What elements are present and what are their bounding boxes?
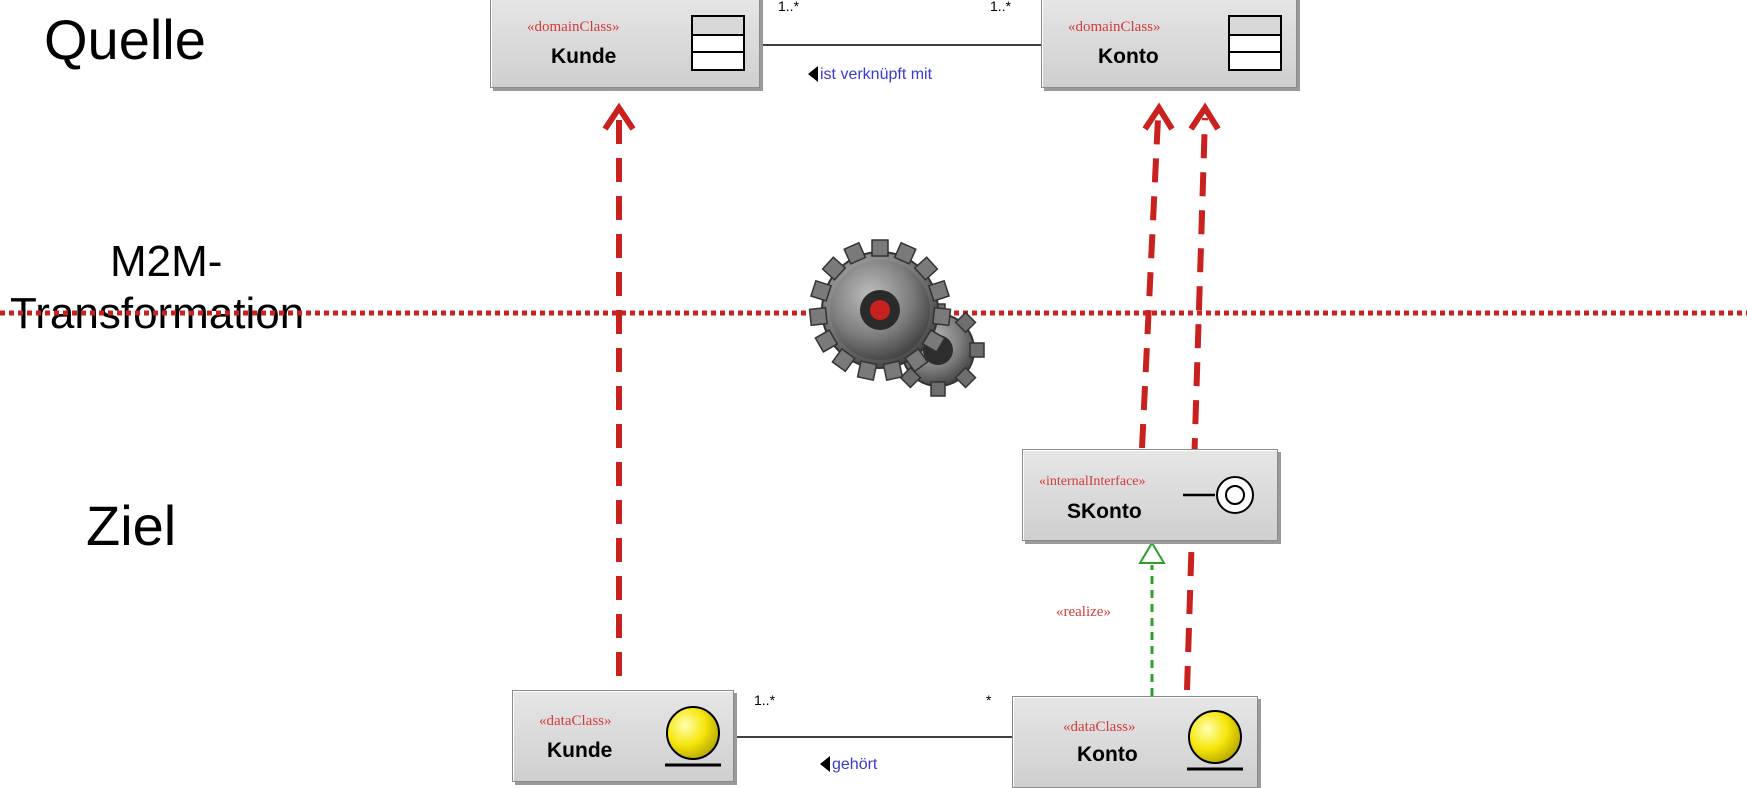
class-name: Konto bbox=[1077, 743, 1138, 766]
trace-arrowhead-kunde bbox=[602, 102, 636, 131]
trace-arrowhead-skonto-konto bbox=[1142, 102, 1175, 131]
class-name: Konto bbox=[1098, 45, 1159, 68]
source-class-konto[interactable]: «domainClass» Konto bbox=[1041, 0, 1297, 88]
target-class-kunde[interactable]: «dataClass» Kunde bbox=[512, 690, 734, 782]
stereotype-label: «internalInterface» bbox=[1039, 474, 1146, 489]
stereotype-label: «dataClass» bbox=[1063, 719, 1136, 735]
data-class-icon bbox=[1187, 710, 1243, 771]
direction-triangle-icon bbox=[820, 756, 830, 772]
domain-class-icon bbox=[691, 15, 745, 71]
target-multiplicity-right: * bbox=[986, 692, 992, 708]
direction-triangle-icon bbox=[808, 66, 818, 82]
gear-icon bbox=[808, 239, 985, 397]
target-label: Ziel bbox=[86, 494, 177, 557]
target-multiplicity-left: 1..* bbox=[754, 692, 776, 708]
stereotype-label: «domainClass» bbox=[527, 19, 620, 35]
realize-arrowhead bbox=[1138, 541, 1166, 564]
source-multiplicity-left: 1..* bbox=[778, 0, 800, 14]
interface-lollipop-icon bbox=[1183, 476, 1254, 514]
class-name: Kunde bbox=[551, 45, 617, 68]
realize-label: «realize» bbox=[1056, 604, 1111, 620]
association-name: gehört bbox=[832, 756, 878, 773]
trace-arrow-skonto-konto bbox=[1139, 117, 1161, 449]
source-association-label: ist verknüpft mit bbox=[808, 66, 932, 84]
source-label: Quelle bbox=[44, 8, 206, 71]
target-class-konto[interactable]: «dataClass» Konto bbox=[1012, 696, 1258, 788]
stereotype-label: «domainClass» bbox=[1068, 19, 1161, 35]
class-name: SKonto bbox=[1067, 500, 1142, 523]
target-association-label: gehört bbox=[820, 756, 877, 774]
data-class-icon bbox=[665, 706, 721, 767]
domain-class-icon bbox=[1228, 15, 1282, 71]
stereotype-label: «dataClass» bbox=[539, 713, 612, 729]
source-class-kunde[interactable]: «domainClass» Kunde bbox=[490, 0, 760, 88]
transformation-label-line1: M2M- bbox=[110, 237, 223, 286]
trace-arrowhead-datakonto-konto bbox=[1188, 102, 1221, 131]
target-interface-skonto[interactable]: «internalInterface» SKonto bbox=[1022, 449, 1278, 541]
source-multiplicity-right: 1..* bbox=[990, 0, 1012, 14]
trace-arrow-datakonto-konto bbox=[1184, 117, 1208, 691]
class-name: Kunde bbox=[547, 739, 613, 762]
association-name: ist verknüpft mit bbox=[820, 66, 933, 83]
